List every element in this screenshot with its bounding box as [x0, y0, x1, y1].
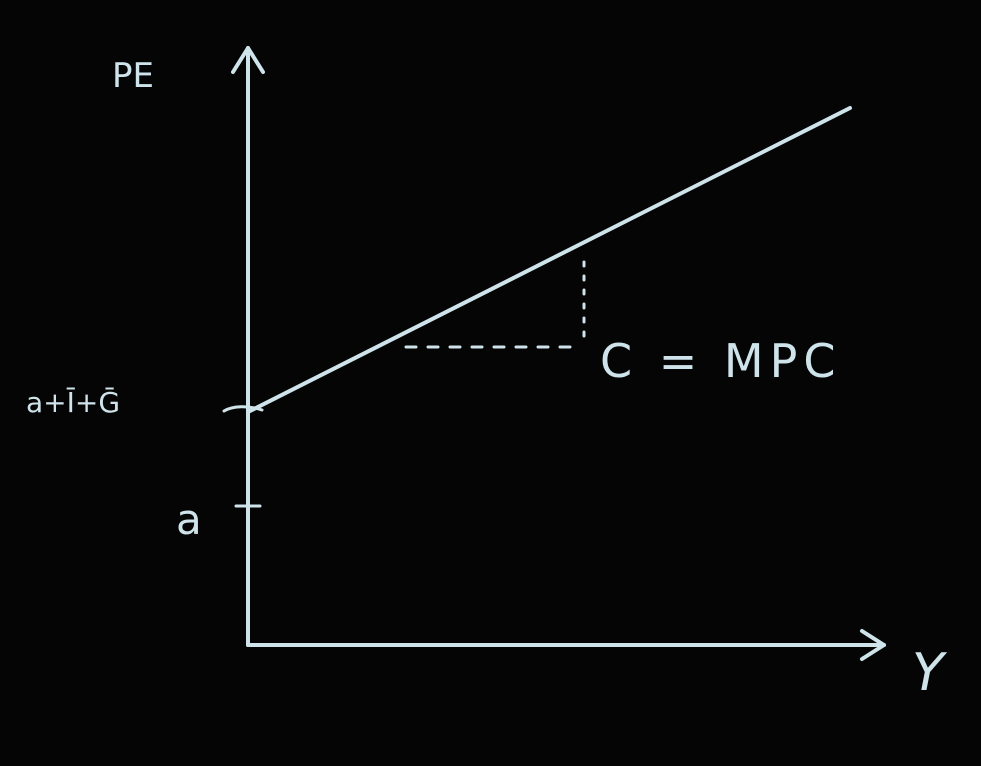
y-axis-arrowhead	[231, 46, 265, 74]
intercept-tick	[222, 405, 264, 413]
intercept-label: a+Ī+Ḡ	[26, 386, 120, 419]
y-axis-label: PE	[112, 56, 154, 96]
pe-line	[246, 106, 852, 414]
x-axis-arrowhead	[860, 629, 886, 661]
a-tick-label: a	[176, 495, 202, 544]
x-axis-label: Y	[912, 643, 948, 703]
slope-label: C = MPC	[600, 334, 841, 388]
